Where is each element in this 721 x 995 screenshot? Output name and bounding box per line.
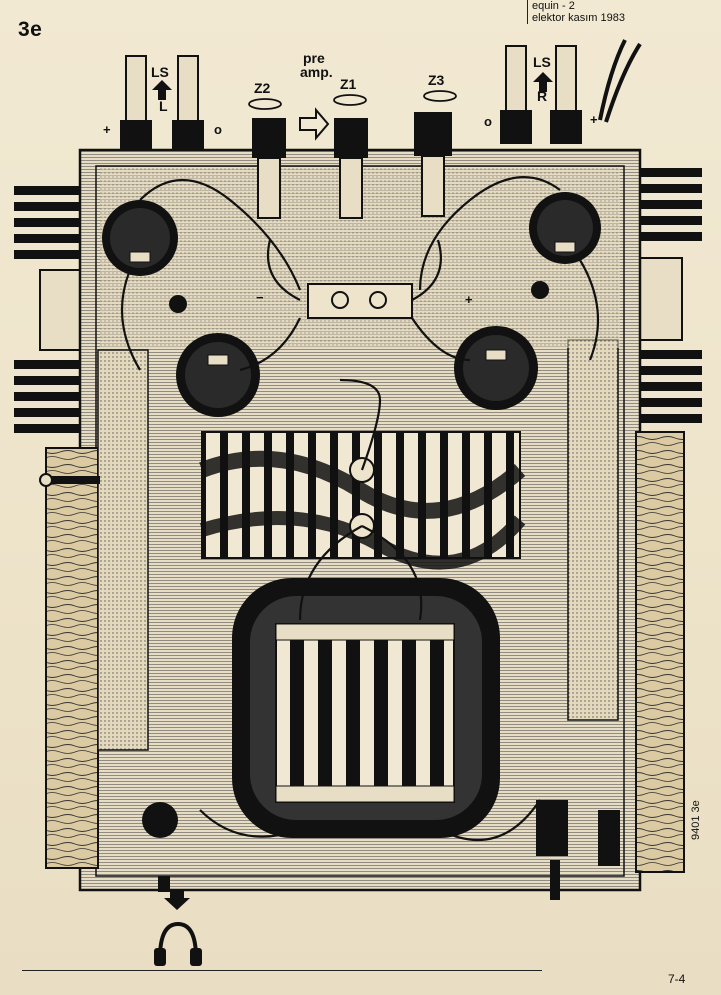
source-line-1: equin - 2 <box>532 0 575 12</box>
right-wood-side <box>635 431 685 873</box>
right-heatsink <box>635 168 702 423</box>
bridge-rectifier <box>307 283 413 319</box>
filter-capacitors <box>102 192 601 417</box>
zero-terminal-left: o <box>214 122 222 137</box>
ls-left-label: LS <box>151 64 169 80</box>
speaker-terminals <box>120 39 642 150</box>
zero-terminal-right: o <box>484 114 492 129</box>
left-channel-label: L <box>159 98 168 114</box>
left-heatsink <box>14 186 83 433</box>
side-reference: 9401 3e <box>690 800 702 840</box>
headphone-socket <box>142 802 178 838</box>
preamp-label-line1: pre <box>303 50 325 66</box>
source-credit: equin - 2 elektor kasım 1983 <box>527 0 721 24</box>
z1-label: Z1 <box>340 76 357 92</box>
input-sockets <box>252 112 452 219</box>
headphone-arrow <box>164 890 190 910</box>
figure-label: 3e <box>18 18 43 41</box>
preamp-label-line2: amp. <box>300 64 333 80</box>
left-output-arrow <box>152 80 172 100</box>
left-amplifier-board <box>97 349 149 751</box>
plus-terminal-right: + <box>590 112 598 127</box>
minus-supply-label: − <box>256 290 264 305</box>
plus-terminal-left: + <box>103 122 111 137</box>
fuse-holder <box>598 810 620 866</box>
right-channel-label: R <box>537 88 548 104</box>
headphones-icon <box>154 921 202 966</box>
page-number: 7-4 <box>668 972 686 986</box>
left-wood-side <box>45 447 99 869</box>
wiring <box>120 176 600 842</box>
right-output-arrow <box>533 72 553 92</box>
source-line-2: elektor kasım 1983 <box>532 12 625 24</box>
bottom-rule <box>22 970 542 971</box>
ls-right-label: LS <box>533 54 551 70</box>
right-amplifier-board <box>567 339 619 721</box>
plus-supply-label: + <box>465 292 473 307</box>
transformer <box>232 578 500 838</box>
preamp-arrow <box>299 107 330 141</box>
power-switch <box>536 800 568 856</box>
z3-label: Z3 <box>428 72 445 88</box>
z2-label: Z2 <box>254 80 271 96</box>
